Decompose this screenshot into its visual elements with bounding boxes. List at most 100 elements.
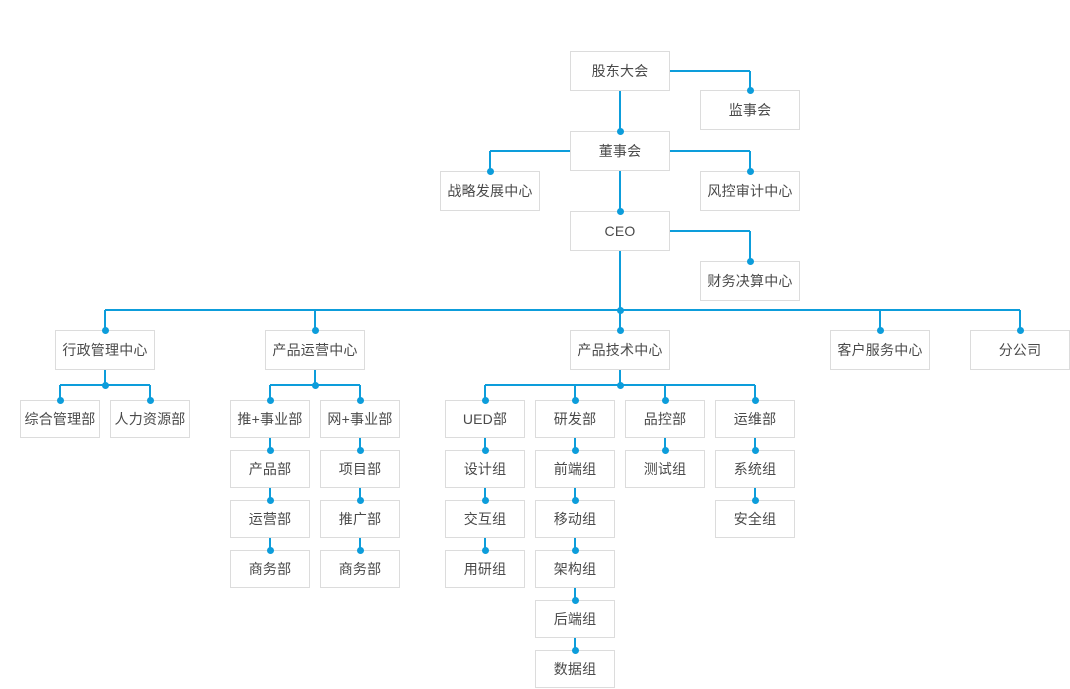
org-node-label: 商务部: [338, 561, 382, 577]
org-node-qa[interactable]: 品控部: [625, 400, 705, 438]
org-node-data_grp[interactable]: 数据组: [535, 650, 615, 688]
org-node-general[interactable]: 综合管理部: [20, 400, 100, 438]
org-node-supervisory[interactable]: 监事会: [700, 90, 800, 130]
connector-dot-devops-chain-2: [751, 496, 759, 504]
org-node-product_dept[interactable]: 产品部: [230, 450, 310, 488]
org-node-label: 商务部: [248, 561, 292, 577]
org-node-arch_grp[interactable]: 架构组: [535, 550, 615, 588]
org-node-system_grp[interactable]: 系统组: [715, 450, 795, 488]
org-node-biz_dept_2[interactable]: 商务部: [320, 550, 400, 588]
connector-dot-prodtech-bus-1: [571, 396, 579, 404]
org-node-branch[interactable]: 分公司: [970, 330, 1070, 370]
org-node-devops[interactable]: 运维部: [715, 400, 795, 438]
org-node-label: 运维部: [733, 411, 777, 427]
connector-dot-tuiplus-chain-1: [266, 446, 274, 454]
connector-dot-ued-chain-2: [481, 496, 489, 504]
org-node-design_grp[interactable]: 设计组: [445, 450, 525, 488]
org-node-biz_dept_1[interactable]: 商务部: [230, 550, 310, 588]
org-node-shareholders[interactable]: 股东大会: [570, 51, 670, 91]
connector-dot-prodops-to-split: [311, 381, 319, 389]
org-node-label: 移动组: [553, 511, 597, 527]
connector-dot-rnd-chain-1: [571, 446, 579, 454]
connector-dot-prodtech-bus-2: [661, 396, 669, 404]
org-node-mobile_grp[interactable]: 移动组: [535, 500, 615, 538]
org-node-label: 项目部: [338, 461, 382, 477]
org-node-finance[interactable]: 财务决算中心: [700, 261, 800, 301]
org-node-label: 前端组: [553, 461, 597, 477]
connector-dot-ceo-division-bus-0: [101, 326, 109, 334]
org-node-label: 董事会: [598, 143, 642, 159]
connector-dot-wangplus-chain-2: [356, 496, 364, 504]
connector-dot-rnd-chain-2: [571, 496, 579, 504]
org-node-label: 后端组: [553, 611, 597, 627]
org-node-research_grp[interactable]: 用研组: [445, 550, 525, 588]
org-node-interact_grp[interactable]: 交互组: [445, 500, 525, 538]
org-node-test_grp[interactable]: 测试组: [625, 450, 705, 488]
org-node-label: 财务决算中心: [707, 273, 793, 289]
connector-dot-prodtech-bus-0: [481, 396, 489, 404]
org-node-hr[interactable]: 人力资源部: [110, 400, 190, 438]
connector-dot-ceo-division-bus-2: [616, 326, 624, 334]
connector-dot-prodops-bus-0: [266, 396, 274, 404]
org-node-customer[interactable]: 客户服务中心: [830, 330, 930, 370]
org-node-label: 研发部: [553, 411, 597, 427]
connector-dot-rnd-chain-3: [571, 546, 579, 554]
connector-dot-shareholders-to-board: [616, 127, 624, 135]
connector-dot-prodops-bus-1: [356, 396, 364, 404]
connector-dot-admin-bus-0: [56, 396, 64, 404]
org-node-strategy[interactable]: 战略发展中心: [440, 171, 540, 211]
connector-dot-ceo-to-bus: [616, 306, 624, 314]
org-node-project_dept[interactable]: 项目部: [320, 450, 400, 488]
org-node-label: 战略发展中心: [447, 183, 533, 199]
connector-dot-rnd-chain-5: [571, 646, 579, 654]
org-node-label: 系统组: [733, 461, 777, 477]
connector-dot-qa-chain-1: [661, 446, 669, 454]
connector-dot-shareholders-to-supervisory: [746, 86, 754, 94]
org-node-label: 网+事业部: [327, 411, 393, 427]
org-node-label: 产品运营中心: [272, 342, 358, 358]
org-node-ued[interactable]: UED部: [445, 400, 525, 438]
org-node-label: 行政管理中心: [62, 342, 148, 358]
connector-dot-admin-bus-1: [146, 396, 154, 404]
org-node-label: 分公司: [998, 342, 1042, 358]
org-node-security_grp[interactable]: 安全组: [715, 500, 795, 538]
org-node-admin[interactable]: 行政管理中心: [55, 330, 155, 370]
connector-dot-devops-chain-1: [751, 446, 759, 454]
connector-dot-board-to-riskaudit: [746, 167, 754, 175]
org-node-label: 运营部: [248, 511, 292, 527]
org-node-wangplus[interactable]: 网+事业部: [320, 400, 400, 438]
org-node-board[interactable]: 董事会: [570, 131, 670, 171]
org-node-label: 客户服务中心: [837, 342, 923, 358]
connector-dot-prodtech-to-split: [616, 381, 624, 389]
org-node-ceo[interactable]: CEO: [570, 211, 670, 251]
connector-dot-ceo-division-bus-4: [1016, 326, 1024, 334]
org-node-riskaudit[interactable]: 风控审计中心: [700, 171, 800, 211]
org-node-label: 人力资源部: [114, 411, 186, 427]
org-node-label: 产品技术中心: [577, 342, 663, 358]
connector-dot-wangplus-chain-3: [356, 546, 364, 554]
org-node-label: 用研组: [463, 561, 507, 577]
connector-dot-ceo-division-bus-3: [876, 326, 884, 334]
org-node-rnd[interactable]: 研发部: [535, 400, 615, 438]
org-node-label: 股东大会: [591, 63, 649, 79]
org-node-label: CEO: [604, 223, 636, 239]
org-node-label: UED部: [462, 411, 508, 427]
org-node-label: 交互组: [463, 511, 507, 527]
org-node-backend_grp[interactable]: 后端组: [535, 600, 615, 638]
org-node-label: 推广部: [338, 511, 382, 527]
org-node-prodtech[interactable]: 产品技术中心: [570, 330, 670, 370]
connector-dot-ued-chain-3: [481, 546, 489, 554]
org-node-prodops[interactable]: 产品运营中心: [265, 330, 365, 370]
connector-dot-ceo-to-finance: [746, 257, 754, 265]
connector-dot-tuiplus-chain-2: [266, 496, 274, 504]
connector-dot-ued-chain-1: [481, 446, 489, 454]
connector-dot-tuiplus-chain-3: [266, 546, 274, 554]
org-node-promo_dept[interactable]: 推广部: [320, 500, 400, 538]
connector-dot-rnd-chain-4: [571, 596, 579, 604]
org-node-ops_dept[interactable]: 运营部: [230, 500, 310, 538]
org-node-label: 监事会: [728, 102, 772, 118]
org-node-frontend_grp[interactable]: 前端组: [535, 450, 615, 488]
org-node-tuiplus[interactable]: 推+事业部: [230, 400, 310, 438]
connector-dot-wangplus-chain-1: [356, 446, 364, 454]
